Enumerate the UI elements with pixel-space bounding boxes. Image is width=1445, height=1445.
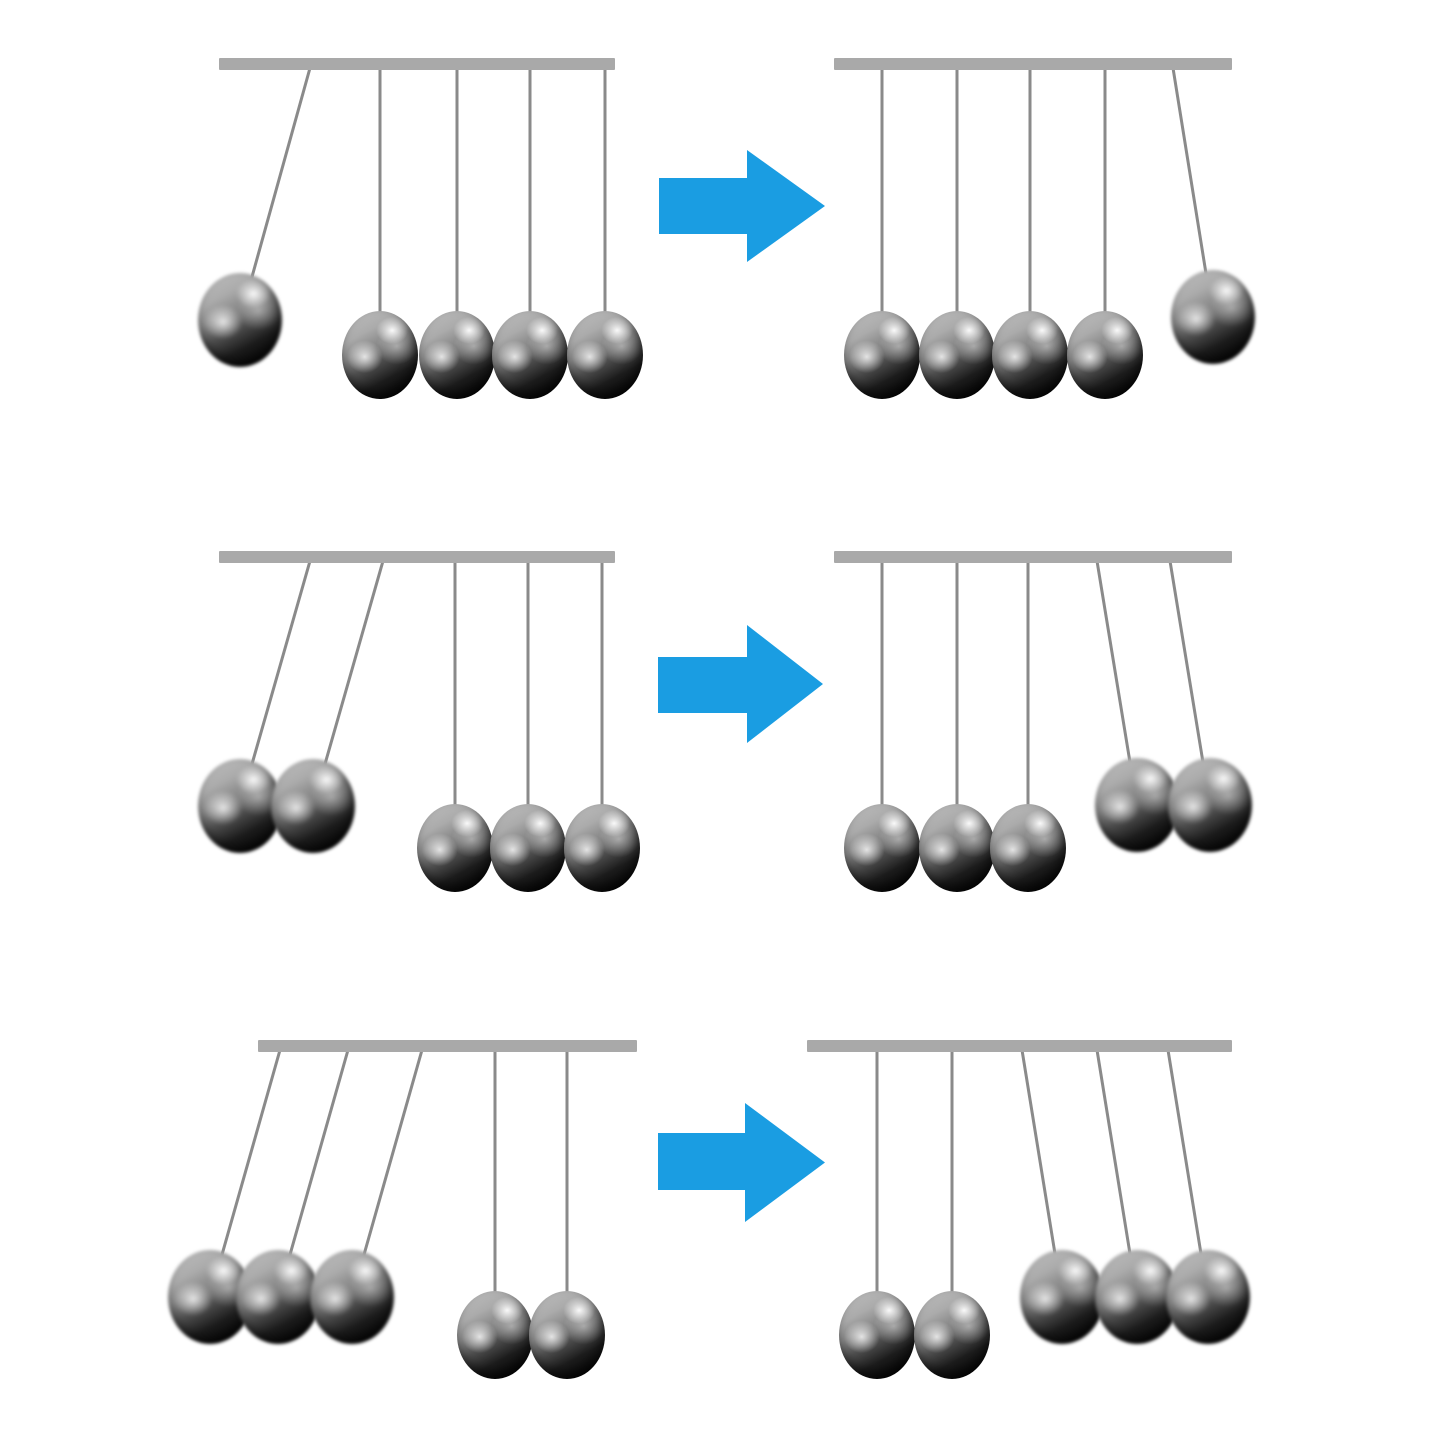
pendulum-ball-rest (567, 311, 643, 399)
pendulum-ball-raised (198, 273, 282, 367)
cradle-top-bar-before-row1 (219, 58, 615, 70)
pendulum-ball-rest (839, 1291, 915, 1379)
pendulum-ball-rest (417, 804, 493, 892)
pendulum-ball-raised (1095, 758, 1179, 852)
pendulum-ball-raised (1095, 1250, 1179, 1344)
pendulum-ball-raised (1166, 1250, 1250, 1344)
cradle-top-bar-before-row3 (258, 1040, 637, 1052)
pendulum-ball-raised (310, 1250, 394, 1344)
pendulum-ball-rest (529, 1291, 605, 1379)
pendulum-ball-rest (1067, 311, 1143, 399)
pendulum-ball-raised (1020, 1250, 1104, 1344)
cradle-top-bar-before-row2 (219, 551, 615, 563)
cradle-top-bar-after-row1 (834, 58, 1232, 70)
pendulum-ball-rest (490, 804, 566, 892)
pendulum-ball-raised (236, 1250, 320, 1344)
pendulum-ball-rest (492, 311, 568, 399)
arrow-right-icon (658, 625, 823, 743)
pendulum-ball-rest (457, 1291, 533, 1379)
pendulum-ball-raised (1168, 758, 1252, 852)
pendulum-ball-raised (198, 759, 282, 853)
pendulum-ball-rest (990, 804, 1066, 892)
pendulum-ball-raised (1171, 270, 1255, 364)
pendulum-ball-rest (914, 1291, 990, 1379)
pendulum-ball-rest (844, 804, 920, 892)
cradle-top-bar-after-row3 (807, 1040, 1232, 1052)
pendulum-ball-rest (844, 311, 920, 399)
pendulum-ball-rest (564, 804, 640, 892)
arrow-right-icon (658, 1103, 825, 1222)
cradle-top-bar-after-row2 (834, 551, 1232, 563)
pendulum-ball-raised (271, 759, 355, 853)
pendulum-ball-rest (419, 311, 495, 399)
arrow-right-icon (659, 150, 825, 262)
pendulum-ball-rest (919, 311, 995, 399)
pendulum-ball-rest (342, 311, 418, 399)
pendulum-ball-rest (919, 804, 995, 892)
pendulum-ball-rest (992, 311, 1068, 399)
